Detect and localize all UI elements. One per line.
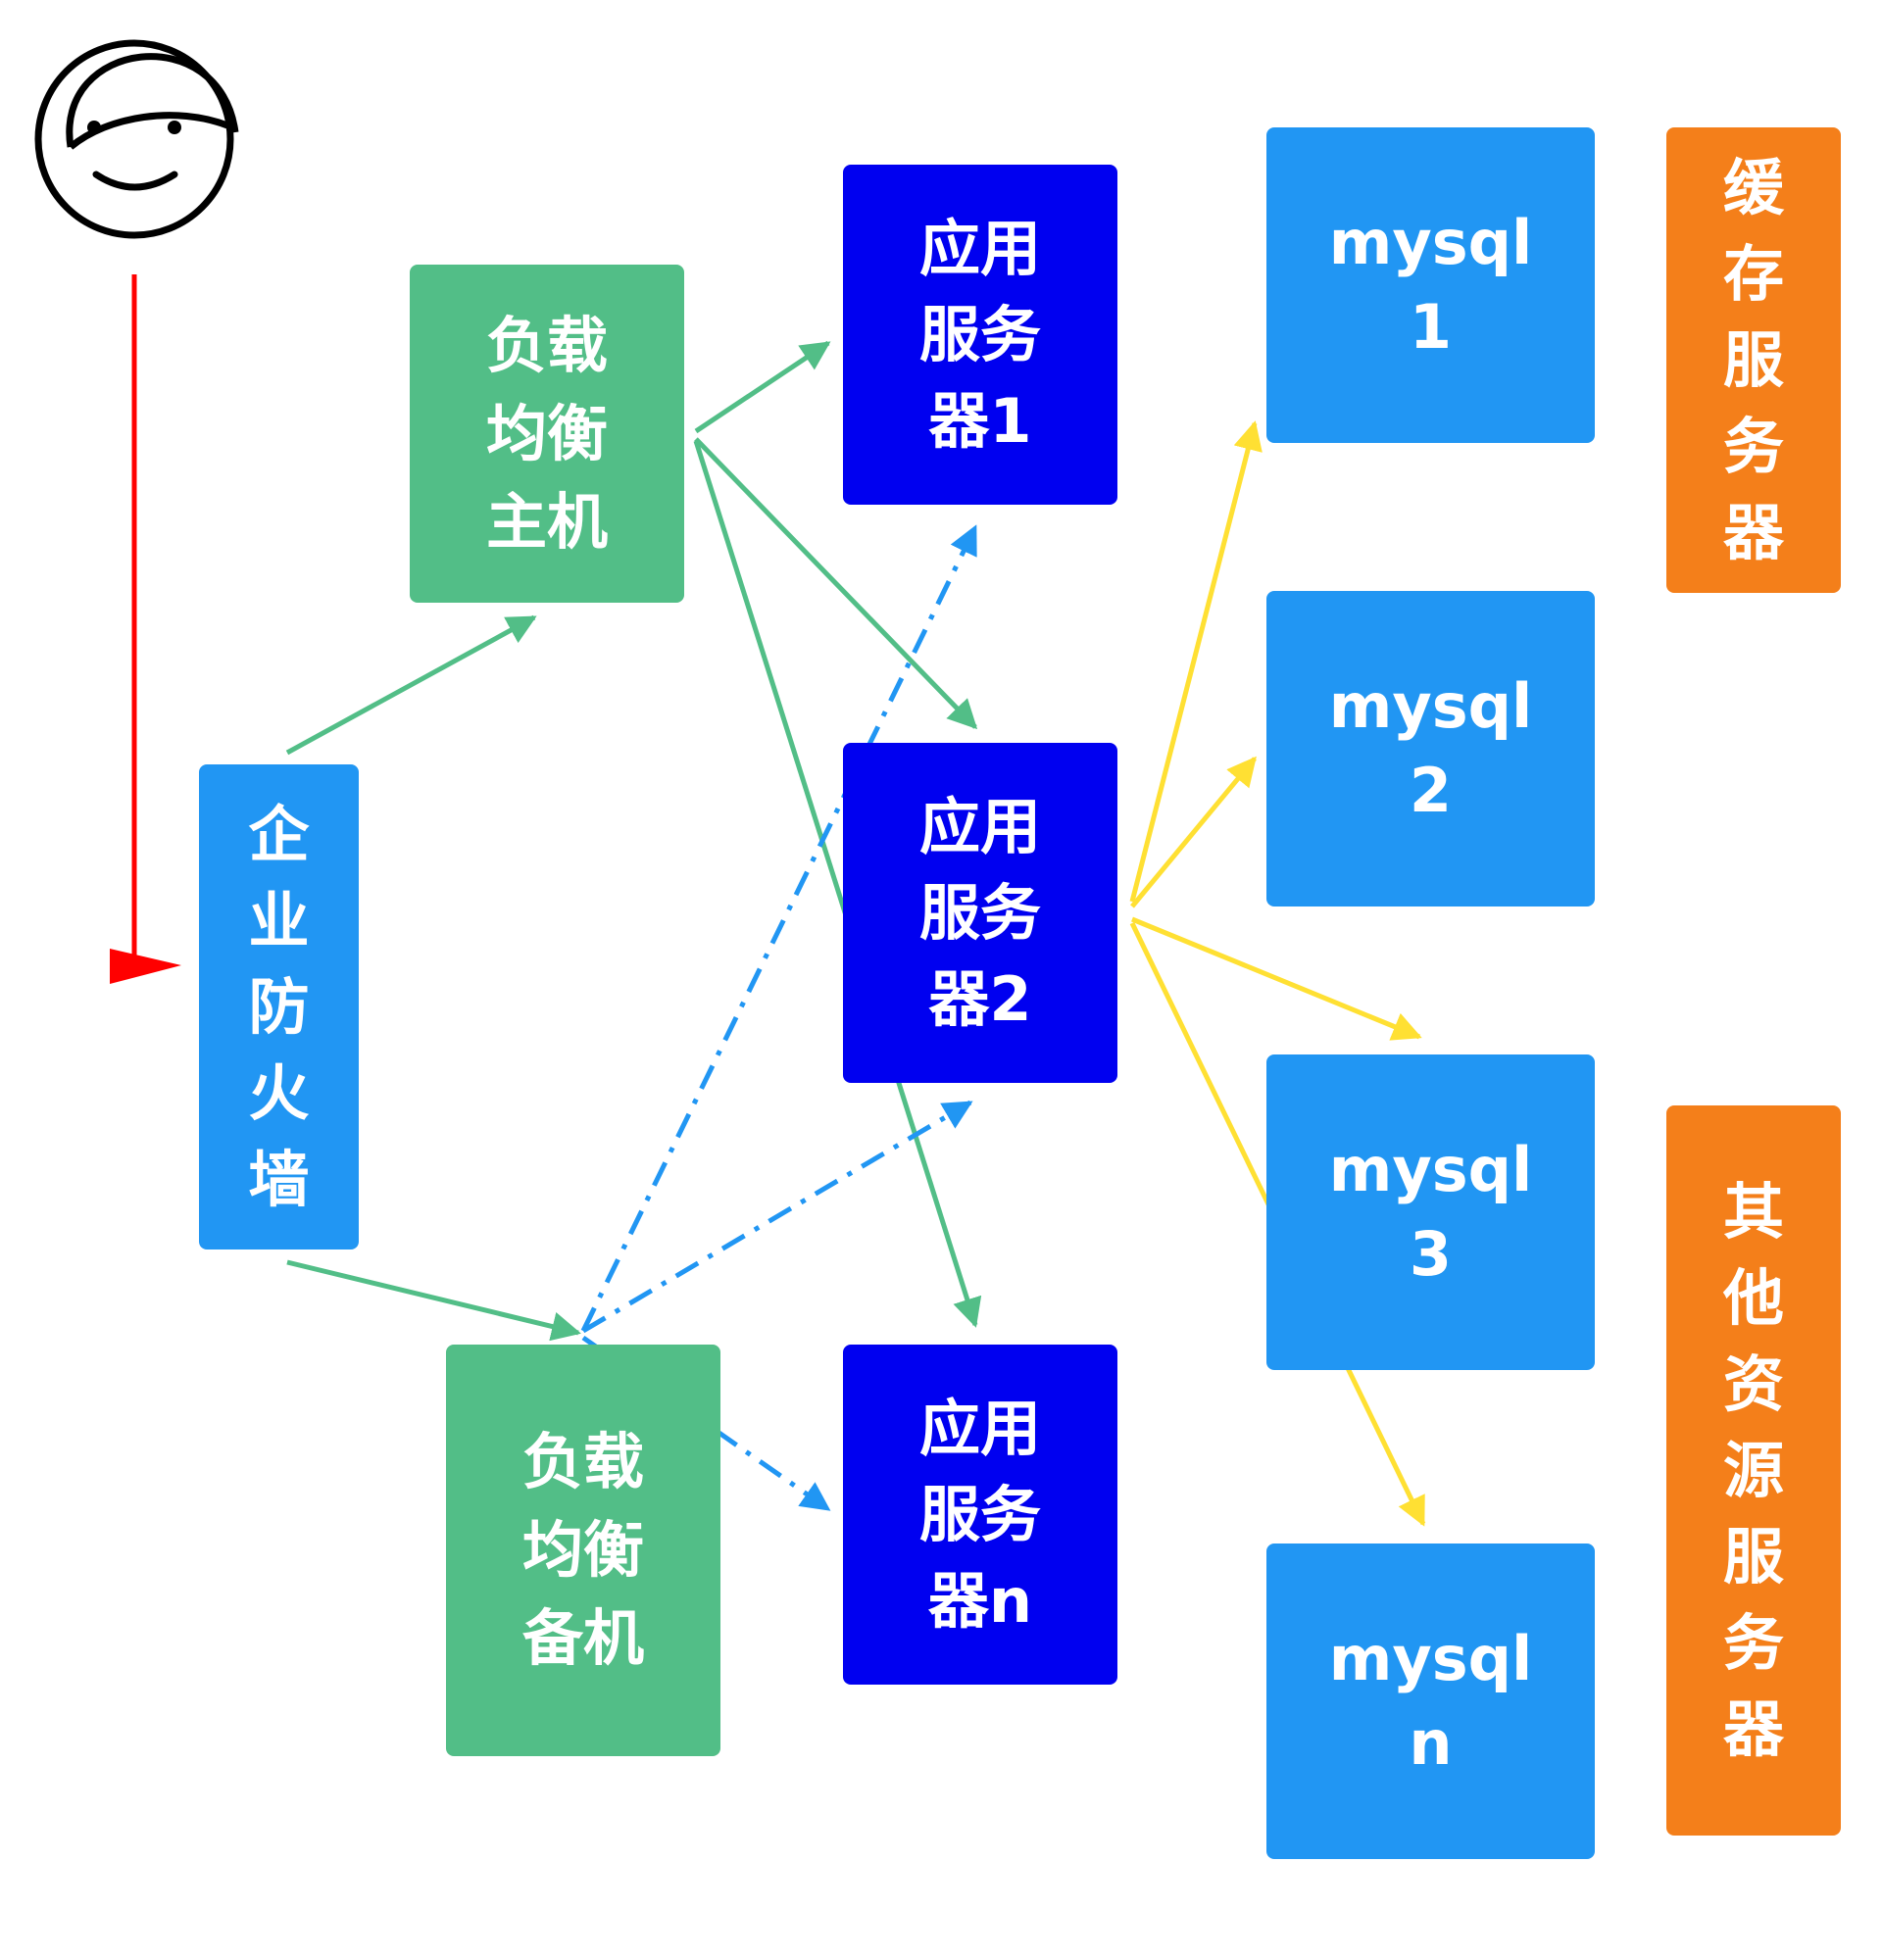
app-server-n-label: 应用 服务 器n [918,1392,1041,1637]
user-to-firewall-arrow [110,274,181,984]
mysql-3-label: mysql 3 [1328,1134,1533,1290]
user-face-icon [34,39,239,239]
lb-backup-to-app1-link [580,524,978,1333]
cache-server-node: 缓存服务器 [1666,127,1841,593]
lb-backup-to-app2-link [581,1100,973,1334]
firewall-node: 企业防火墙 [199,764,359,1250]
load-balancer-primary-label: 负载 均衡 主机 [485,309,608,558]
firewall-label: 企业防火墙 [248,798,310,1215]
app-server-1-node: 应用 服务 器1 [843,165,1117,505]
app-server-2-node: 应用 服务 器2 [843,743,1117,1083]
mysql-1-node: mysql 1 [1266,127,1595,443]
other-resource-server-node: 其他资源服务器 [1666,1105,1841,1836]
app-server-2-label: 应用 服务 器2 [918,790,1041,1035]
mysql-2-label: mysql 2 [1328,670,1533,826]
load-balancer-backup-node: 负载 均衡 备机 [446,1345,720,1756]
app2-to-mysql3-link [1131,916,1422,1041]
other-resource-server-label: 其他资源服务器 [1723,1175,1785,1765]
mysql-2-node: mysql 2 [1266,591,1595,906]
cache-server-label: 缓存服务器 [1723,151,1785,568]
app2-to-mysql2-link [1130,756,1257,908]
mysql-3-node: mysql 3 [1266,1054,1595,1370]
mysql-n-node: mysql n [1266,1544,1595,1859]
firewall-to-lb-backup-link [286,1259,581,1342]
lb-primary-to-app1-link [694,340,831,434]
app-server-1-label: 应用 服务 器1 [918,212,1041,457]
app-server-n-node: 应用 服务 器n [843,1345,1117,1685]
firewall-to-lb-primary-link [285,614,537,756]
load-balancer-primary-node: 负载 均衡 主机 [410,265,684,603]
lb-primary-to-appn-link [693,440,982,1328]
mysql-n-label: mysql n [1328,1623,1533,1779]
mysql-1-label: mysql 1 [1328,207,1533,363]
app2-to-mysql1-link [1129,420,1263,903]
load-balancer-backup-label: 负载 均衡 备机 [521,1426,644,1674]
lb-primary-to-app2-link [694,437,978,730]
